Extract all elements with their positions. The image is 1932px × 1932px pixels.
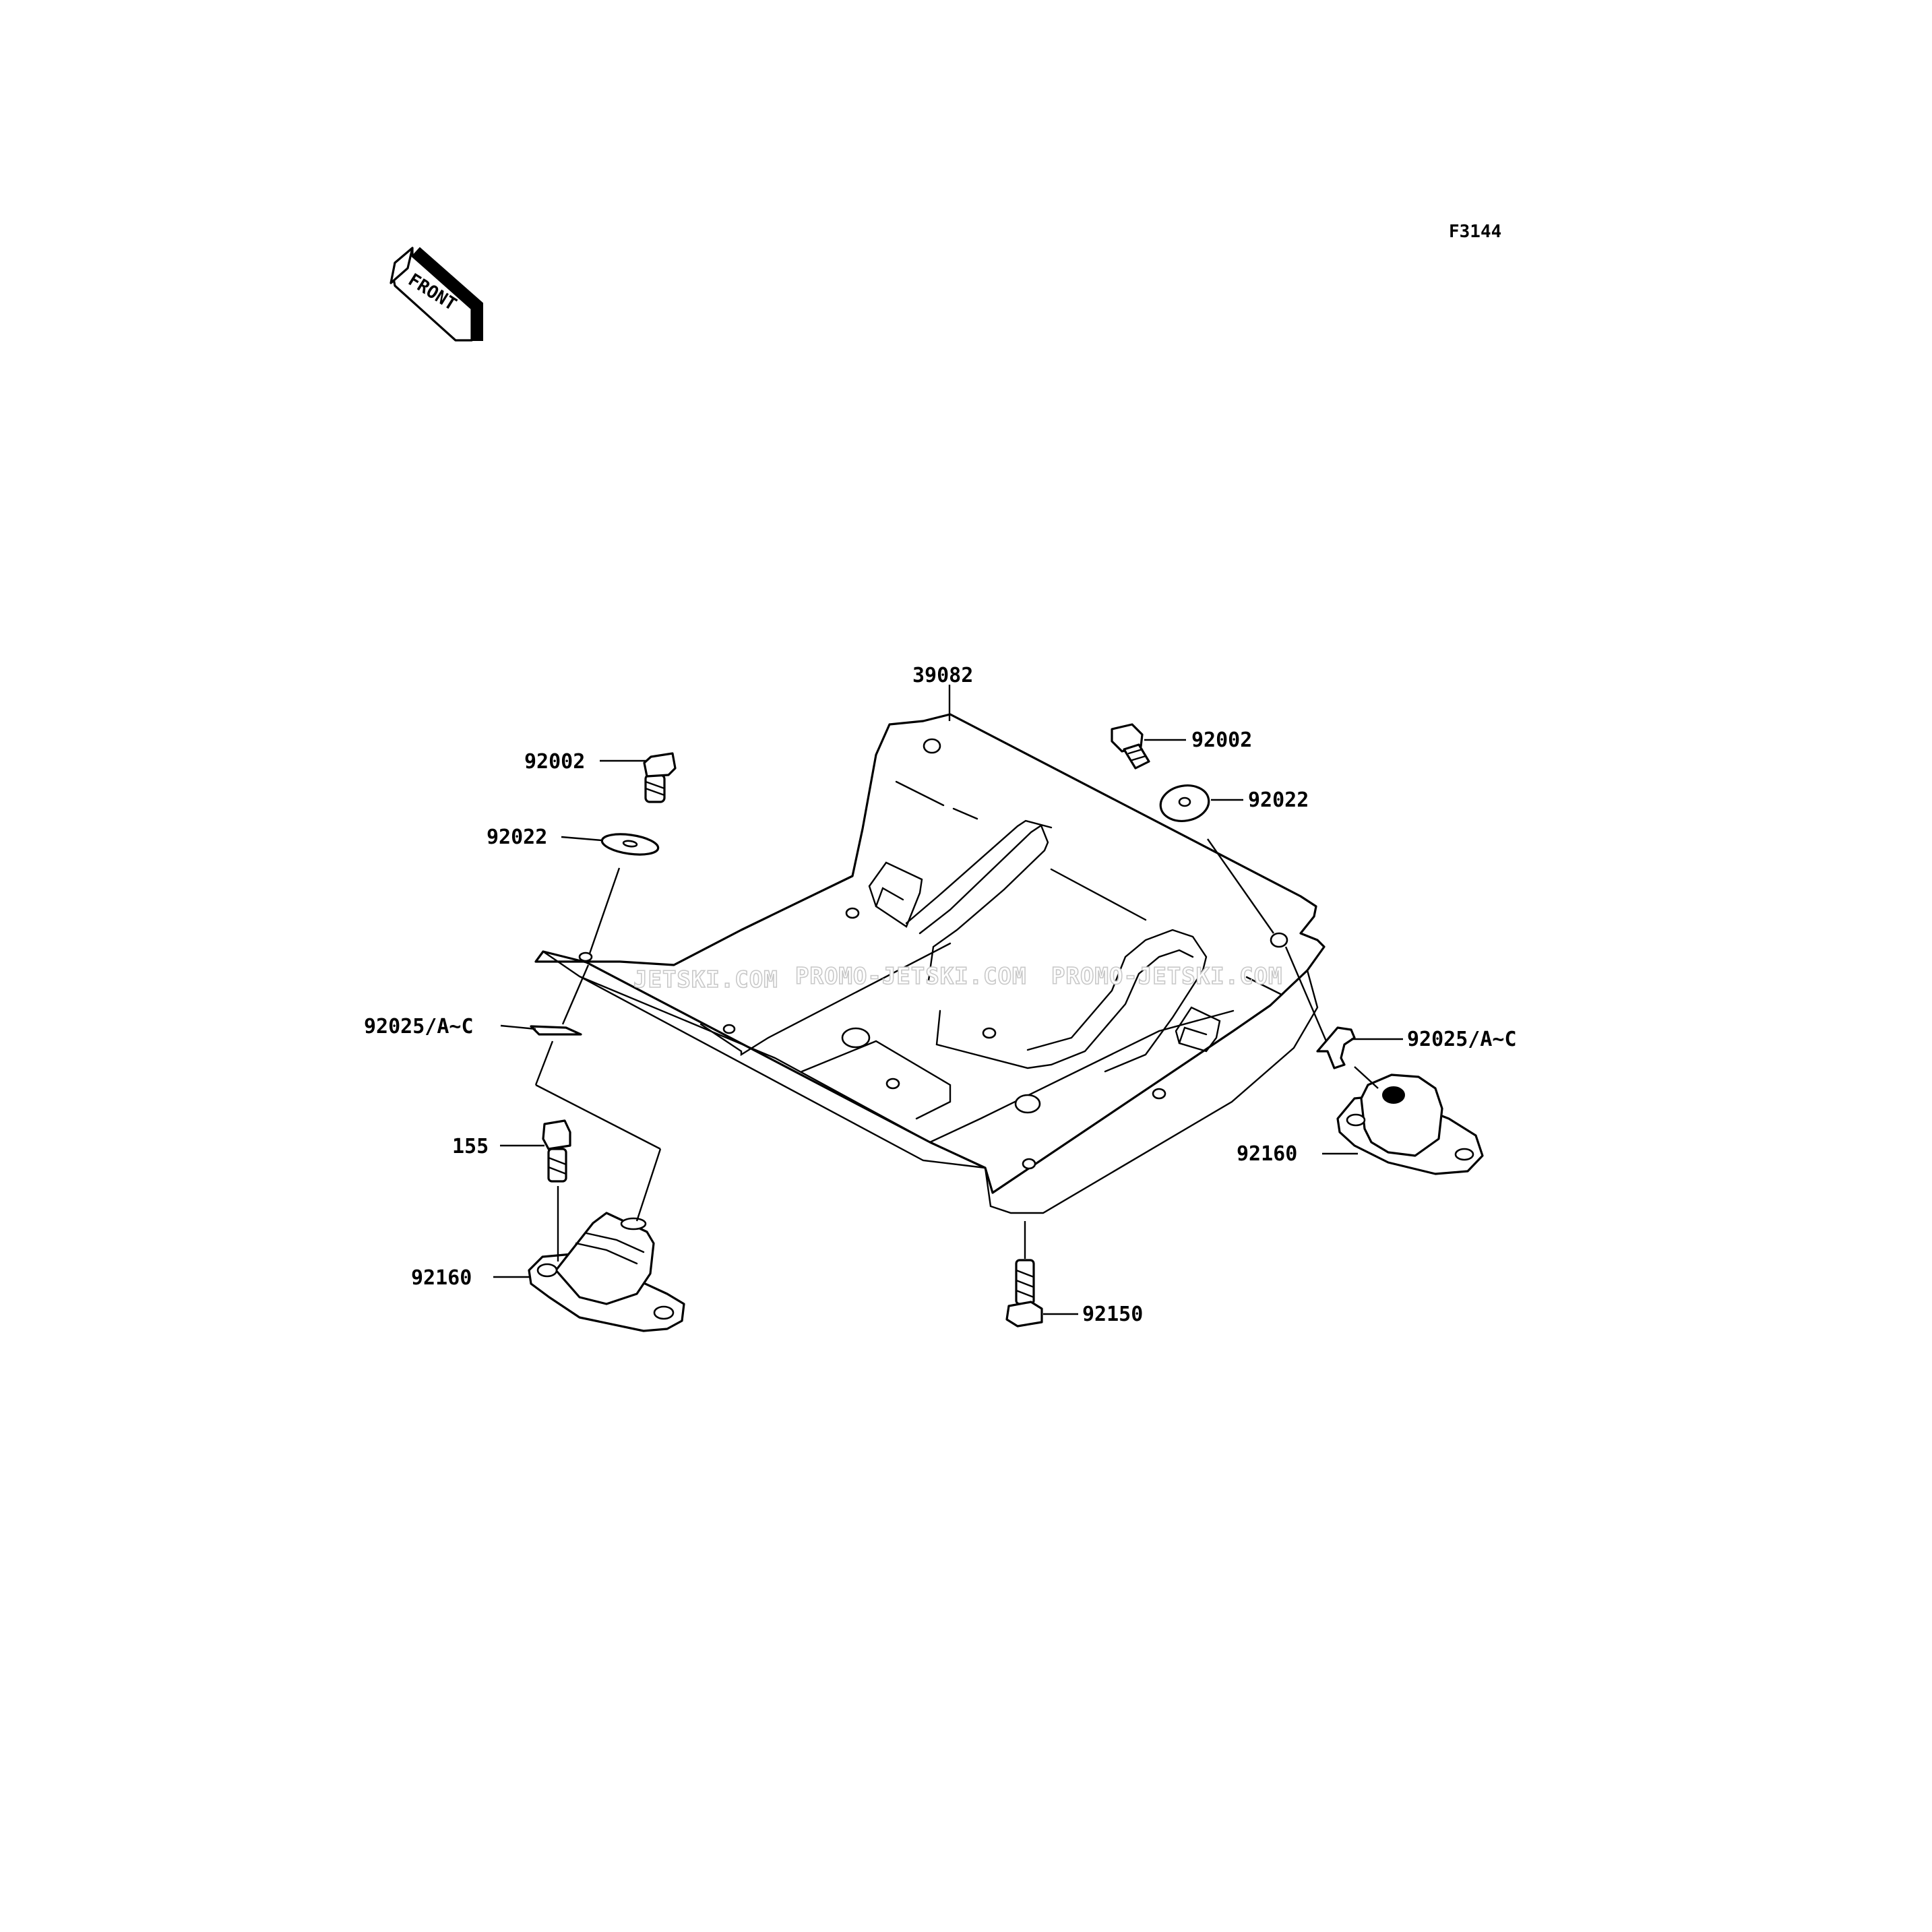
watermark-1: JETSKI.COM xyxy=(633,966,778,993)
callout-39082: 39082 xyxy=(912,664,973,687)
rubber-mount-92160-right xyxy=(1336,1073,1484,1175)
leader-lines xyxy=(493,685,1403,1315)
callout-92025-left: 92025/A~C xyxy=(364,1015,474,1038)
bolt-92002-right xyxy=(1111,723,1150,770)
rubber-mount-92160-left xyxy=(528,1212,685,1332)
callout-92150: 92150 xyxy=(1082,1303,1143,1326)
engine-mount-plate xyxy=(534,713,1326,1214)
figure-code: F3144 xyxy=(1449,222,1501,242)
callout-92022-left: 92022 xyxy=(487,825,547,849)
callout-92025-right: 92025/A~C xyxy=(1407,1028,1517,1051)
bolt-92150 xyxy=(1005,1259,1043,1328)
callout-92002-right: 92002 xyxy=(1191,728,1252,752)
watermark-2: PROMO-JETSKI.COM xyxy=(795,963,1027,990)
callout-92022-right: 92022 xyxy=(1248,788,1309,812)
shim-92025-right xyxy=(1316,1026,1356,1069)
callout-92002-left: 92002 xyxy=(524,750,585,774)
bolt-92002-left xyxy=(643,752,677,803)
watermark-3: PROMO-JETSKI.COM xyxy=(1051,963,1283,990)
shim-92025-left xyxy=(530,1025,582,1036)
callout-155: 155 xyxy=(452,1135,489,1158)
front-arrow-icon: FRONT xyxy=(389,247,483,342)
bolt-155 xyxy=(542,1119,571,1183)
callout-92160-left: 92160 xyxy=(411,1266,472,1290)
callout-92160-right: 92160 xyxy=(1237,1142,1297,1166)
